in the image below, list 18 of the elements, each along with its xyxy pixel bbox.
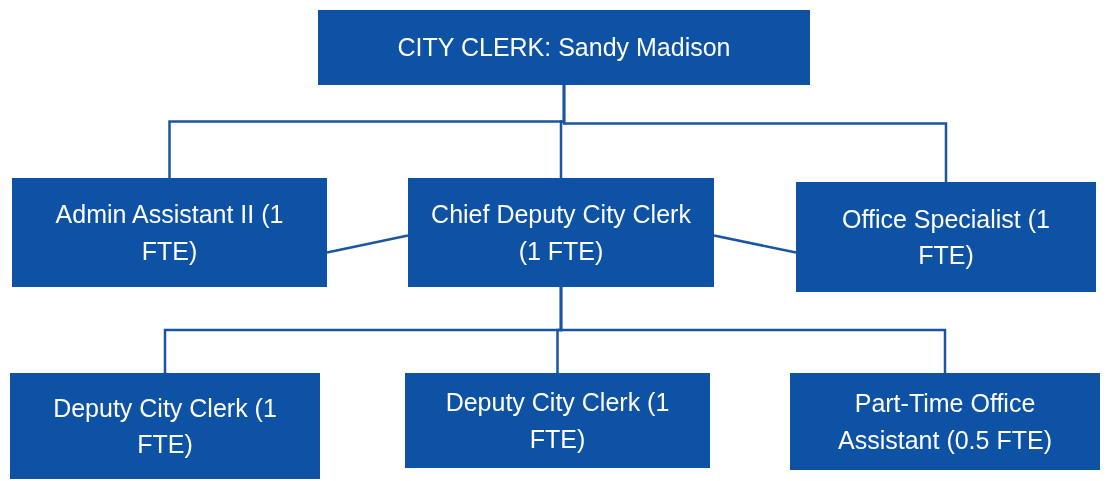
position-box: [12, 178, 327, 287]
position-title: CITY CLERK: Sandy Madison: [397, 32, 731, 64]
position-box: [796, 182, 1096, 292]
position-title: Admin Assistant II (1 FTE): [54, 199, 285, 267]
position-title: Deputy City Clerk (1 FTE): [52, 392, 278, 460]
connector-line: [562, 85, 948, 182]
position-box: [318, 10, 810, 85]
position-title: Part-Time Office Assistant (0.5 FTE): [837, 388, 1053, 456]
position-box: [790, 373, 1100, 470]
connector-line: [326, 234, 409, 254]
position-title: Deputy City Clerk (1 FTE): [444, 387, 671, 455]
position-title: Office Specialist (1 FTE): [841, 203, 1051, 271]
connector-line: [713, 234, 797, 254]
position-title: Chief Deputy City Clerk (1 FTE): [430, 199, 692, 267]
position-box: [408, 178, 714, 287]
connector-line: [559, 287, 947, 373]
position-box: [10, 373, 320, 479]
position-box: [405, 373, 710, 468]
